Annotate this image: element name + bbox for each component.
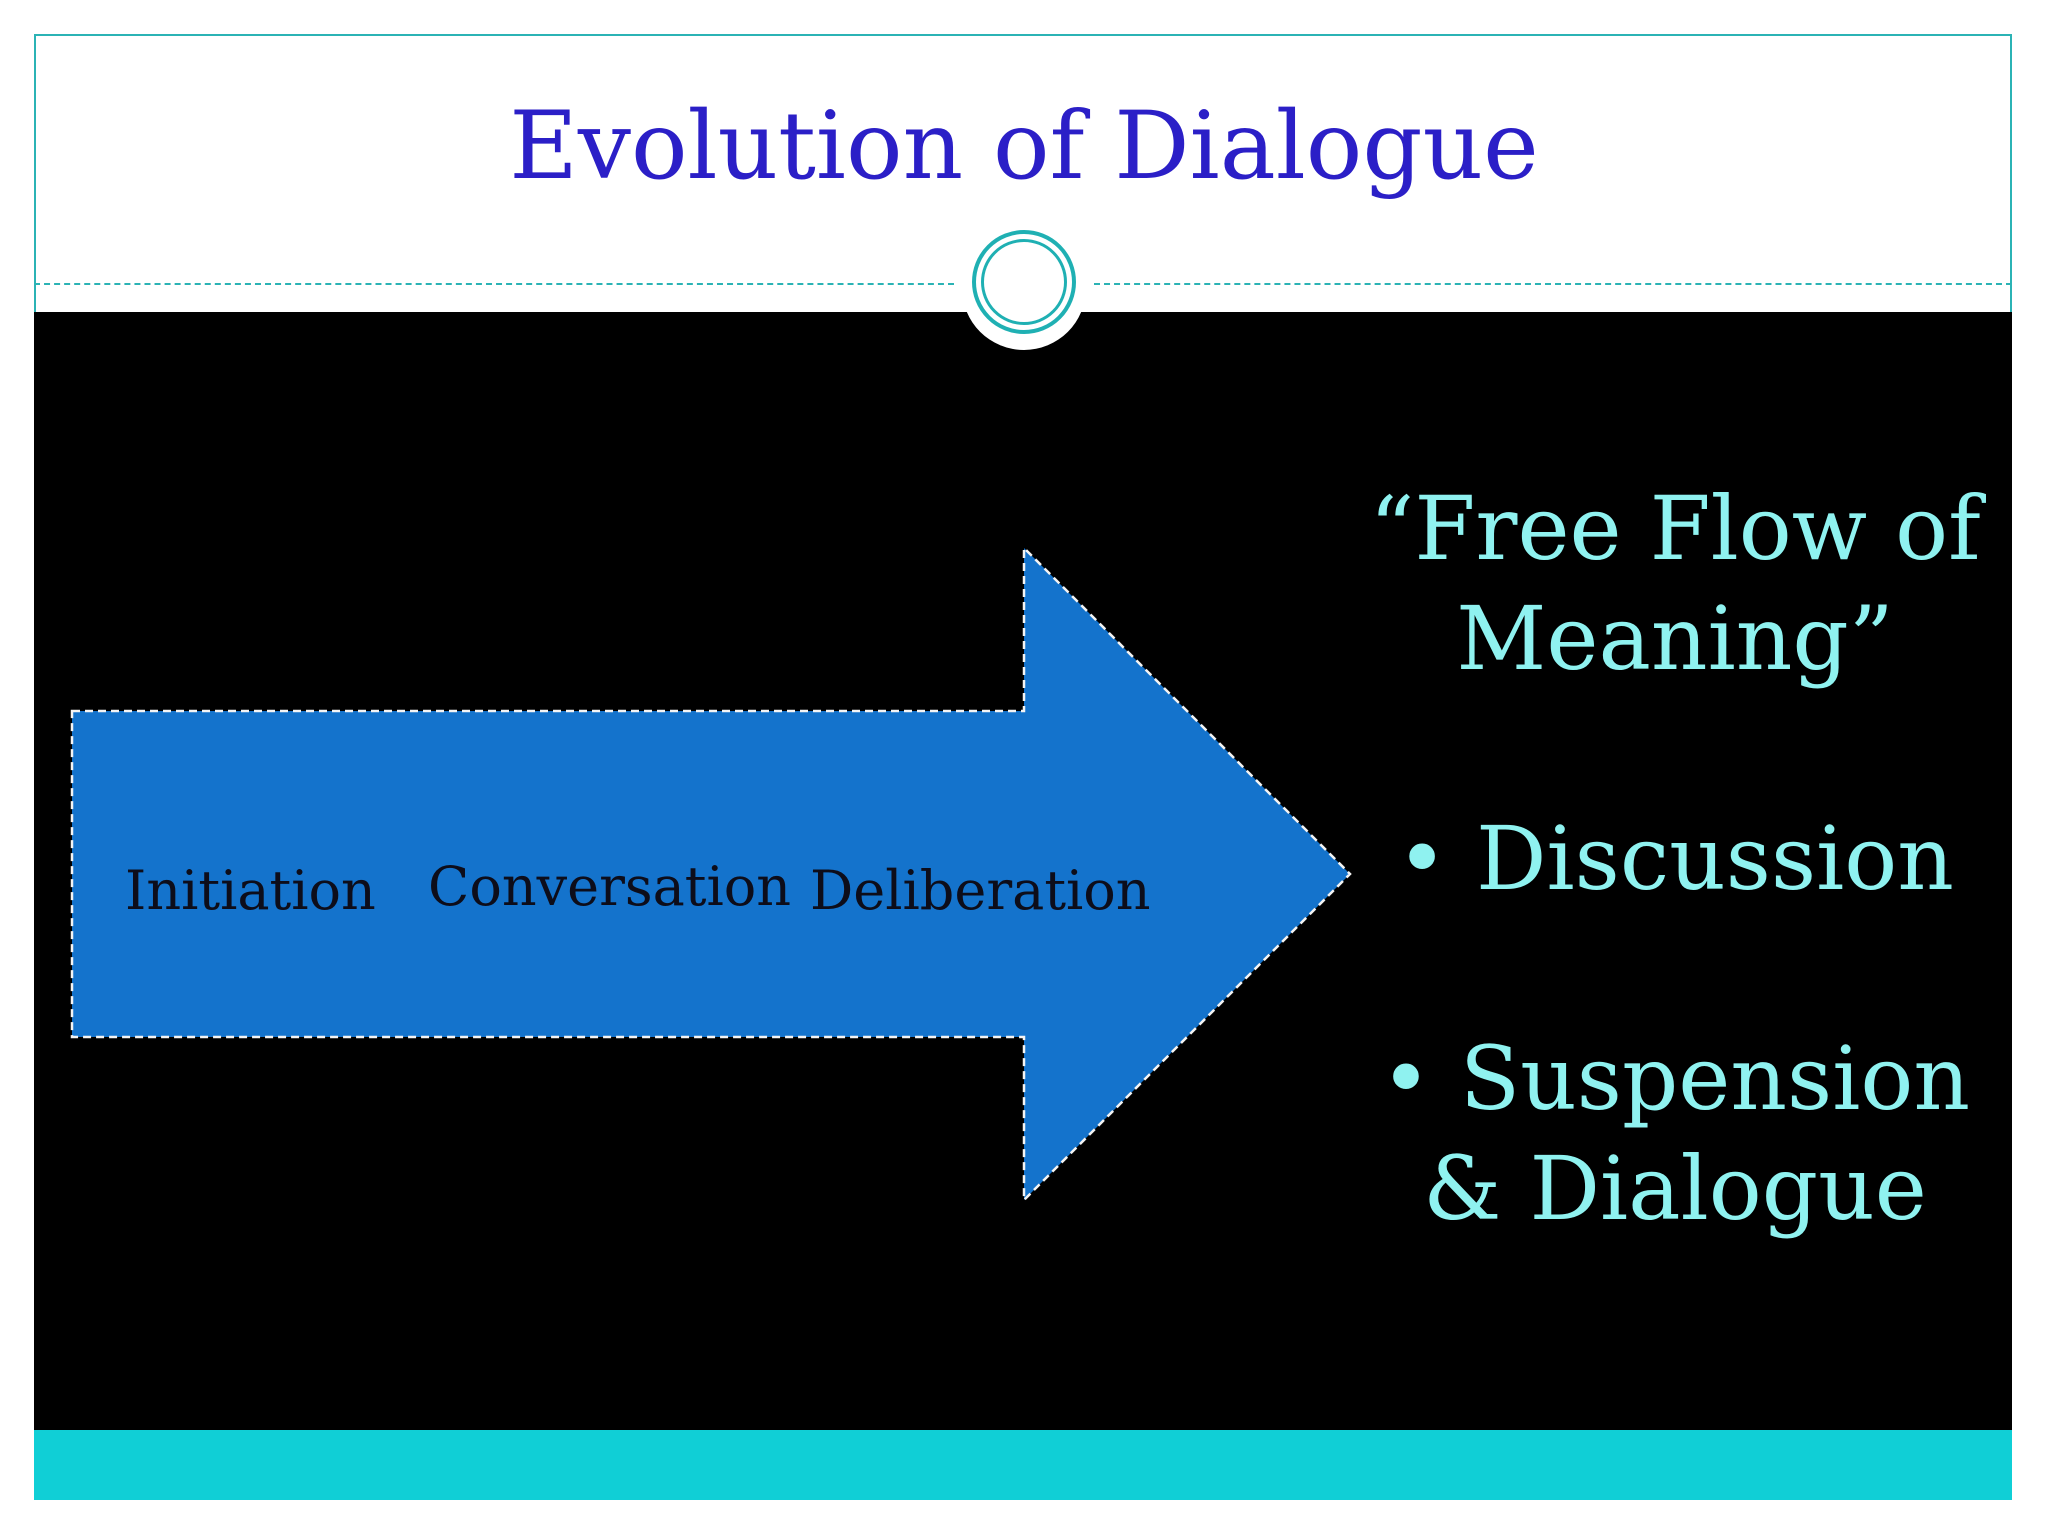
result-bullet-discussion: • Discussion xyxy=(1396,807,1954,910)
result-heading-line-2: Meaning” xyxy=(1456,587,1894,690)
stage-label-conversation: Conversation xyxy=(428,855,792,918)
progress-arrow-shape xyxy=(70,544,1352,1204)
result-bullet-suspension-line-2: & Dialogue xyxy=(1423,1137,1927,1240)
result-bullet-suspension-line-1: • Suspension xyxy=(1379,1027,1971,1130)
stage-label-deliberation: Deliberation xyxy=(810,859,1151,922)
title-divider-right xyxy=(1094,283,2012,285)
slide-title: Evolution of Dialogue xyxy=(509,92,1539,201)
circle-ornament-inner-ring xyxy=(981,239,1067,325)
stage-label-initiation: Initiation xyxy=(125,859,376,922)
result-heading-line-1: “Free Flow of xyxy=(1369,477,1981,580)
bottom-accent-bar xyxy=(34,1430,2012,1500)
title-divider-left xyxy=(34,283,954,285)
